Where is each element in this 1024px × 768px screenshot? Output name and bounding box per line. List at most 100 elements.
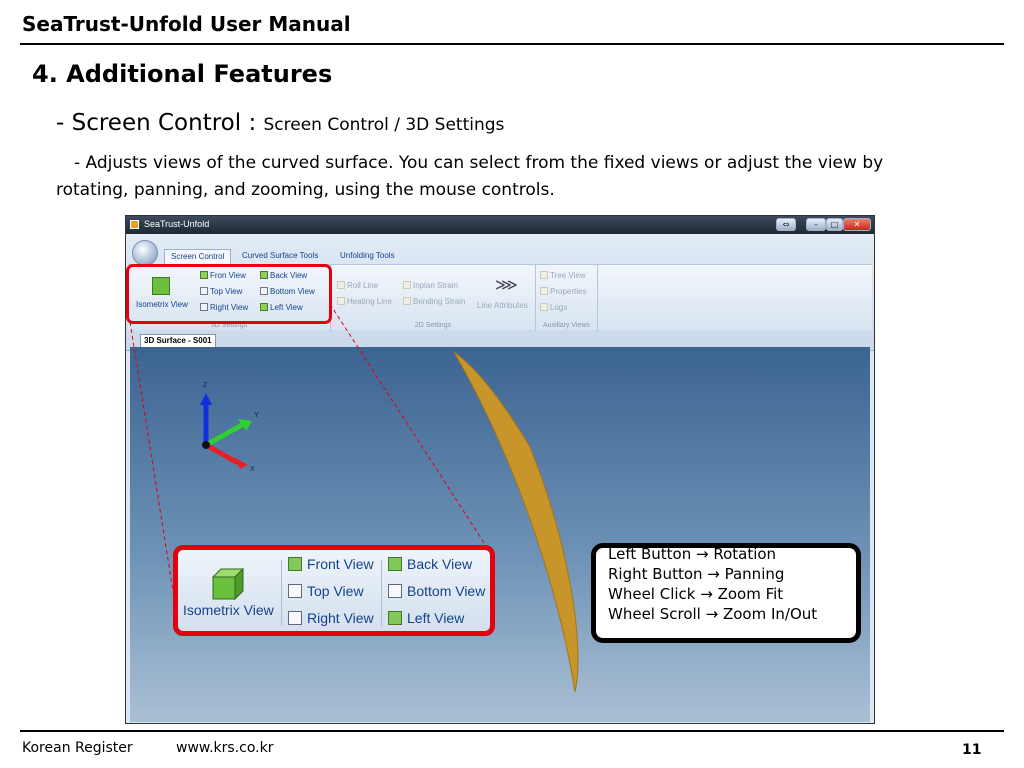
bottom-view-button[interactable]: Bottom View (260, 287, 315, 296)
footer-org: Korean Register (22, 740, 133, 756)
mouse-control-wheel-click: Wheel Click → Zoom Fit (608, 585, 784, 603)
properties-label: Properties (550, 287, 587, 296)
subsection-main: - Screen Control : (56, 110, 264, 136)
bending-strain-icon (403, 297, 411, 305)
zoom-front-view-label: Front View (307, 556, 374, 572)
bottom-view-icon (260, 287, 268, 295)
zoom-separator-1 (281, 560, 282, 626)
line-attributes-button[interactable]: Line Attributes (477, 301, 528, 310)
y-axis-arrow (238, 419, 252, 431)
tree-view-checkbox[interactable]: Tree View (540, 271, 586, 280)
ribbon-groups: Isometrix View Fron View Top View Right … (128, 264, 872, 331)
zoom-isometric-view-button[interactable]: Isometrix View (183, 602, 274, 618)
z-axis-arrow (200, 393, 212, 405)
front-view-icon (200, 271, 208, 279)
zoom-left-view-button[interactable]: Left View (388, 610, 464, 626)
y-axis-label: Y (254, 412, 259, 419)
bending-strain-label: Bending Strain (413, 297, 466, 306)
close-icon[interactable]: ✕ (843, 218, 871, 231)
properties-checkbox[interactable]: Properties (540, 287, 586, 296)
restore-icon[interactable]: ⇔ (776, 218, 796, 231)
logs-icon (540, 303, 548, 311)
heating-line-label: Heating Line (347, 297, 392, 306)
zoom-top-view-button[interactable]: Top View (288, 583, 364, 599)
zoom-right-view-button[interactable]: Right View (288, 610, 374, 626)
tab-screen-control[interactable]: Screen Control (164, 249, 232, 264)
top-view-button[interactable]: Top View (200, 287, 242, 296)
left-view-button[interactable]: Left View (260, 303, 303, 312)
back-view-button[interactable]: Back View (260, 271, 307, 280)
window-title: SeaTrust-Unfold (144, 219, 210, 229)
viewport-scene: Z Y X (200, 351, 579, 693)
isometric-view-button[interactable]: Isometrix View (136, 300, 188, 309)
roll-line-checkbox[interactable]: Roll Line (337, 281, 378, 290)
front-view-label: Fron View (210, 271, 246, 280)
bending-strain-checkbox[interactable]: Bending Strain (403, 297, 465, 306)
window-titlebar: SeaTrust-Unfold ⇔ – □ ✕ (126, 216, 874, 234)
back-view-icon (260, 271, 268, 279)
zoom-bottom-view-button[interactable]: Bottom View (388, 583, 485, 599)
right-view-icon (288, 611, 302, 625)
top-view-icon (200, 287, 208, 295)
top-view-label: Top View (210, 287, 243, 296)
zoom-left-view-label: Left View (407, 610, 465, 626)
heating-line-checkbox[interactable]: Heating Line (337, 297, 392, 306)
zoom-top-view-label: Top View (307, 583, 364, 599)
x-axis (204, 442, 240, 466)
subsection-subtitle: Screen Control / 3D Settings (263, 115, 505, 135)
back-view-label: Back View (270, 271, 308, 280)
3d-viewport[interactable]: Z Y X (130, 347, 870, 722)
logs-checkbox[interactable]: Logs (540, 303, 567, 312)
left-view-label: Left View (270, 303, 303, 312)
document-tab[interactable]: 3D Surface - S001 (140, 334, 216, 347)
app-orb-button[interactable] (132, 240, 158, 266)
inplan-strain-checkbox[interactable]: Inplan Strain (403, 281, 458, 290)
curved-surface (453, 351, 579, 693)
mouse-control-left-button: Left Button → Rotation (608, 545, 777, 563)
section-title: 4. Additional Features (32, 60, 333, 88)
roll-line-icon (337, 281, 345, 289)
zoomed-view-panel: Isometrix View Front View Top View Right… (173, 545, 495, 636)
roll-line-label: Roll Line (347, 281, 379, 290)
zoom-front-view-button[interactable]: Front View (288, 556, 374, 572)
group-2d-settings: Roll Line Heating Line Inplan Strain Ben… (331, 265, 536, 331)
inplan-strain-icon (403, 281, 411, 289)
isometric-cube-icon-large (211, 567, 245, 601)
x-axis-arrow (234, 457, 248, 469)
left-view-icon (260, 303, 268, 311)
zoom-separator-2 (381, 560, 382, 626)
group-auxiliary-views: Tree View Properties Logs Auxiliary View… (536, 265, 598, 331)
group-label-2d: 2D Settings (414, 322, 452, 329)
mouse-control-right-button: Right Button → Panning (608, 565, 785, 583)
group-label-3d: 3D Settings (210, 322, 248, 329)
tree-view-icon (540, 271, 548, 279)
highlight-3d-settings (126, 264, 332, 324)
zoom-back-view-label: Back View (407, 556, 473, 572)
heating-line-icon (337, 297, 345, 305)
mouse-controls-box: Left Button → Rotation Right Button → Pa… (591, 543, 861, 643)
minimize-icon[interactable]: – (806, 218, 826, 231)
footer-divider (20, 730, 1004, 732)
zoom-bottom-view-label: Bottom View (407, 583, 486, 599)
zoom-right-view-label: Right View (307, 610, 374, 626)
tree-view-label: Tree View (550, 271, 586, 280)
page-number: 11 (962, 742, 982, 758)
front-view-button[interactable]: Fron View (200, 271, 246, 280)
properties-icon (540, 287, 548, 295)
maximize-icon[interactable]: □ (826, 218, 843, 231)
left-view-icon (388, 611, 402, 625)
group-label-aux: Auxiliary Views (543, 322, 590, 329)
right-view-label: Right View (210, 303, 249, 312)
right-view-button[interactable]: Right View (200, 303, 248, 312)
back-view-icon (388, 557, 402, 571)
tab-curved-surface-tools[interactable]: Curved Surface Tools (242, 251, 319, 260)
app-screenshot: SeaTrust-Unfold ⇔ – □ ✕ Screen Control C… (125, 215, 875, 724)
front-view-icon (288, 557, 302, 571)
tab-unfolding-tools[interactable]: Unfolding Tools (340, 251, 395, 260)
mouse-control-wheel-scroll: Wheel Scroll → Zoom In/Out (608, 605, 818, 623)
zoom-back-view-button[interactable]: Back View (388, 556, 472, 572)
app-icon (130, 220, 139, 229)
bottom-view-icon (388, 584, 402, 598)
subsection-title: - Screen Control : Screen Control / 3D S… (56, 110, 504, 136)
bottom-view-label: Bottom View (270, 287, 315, 296)
